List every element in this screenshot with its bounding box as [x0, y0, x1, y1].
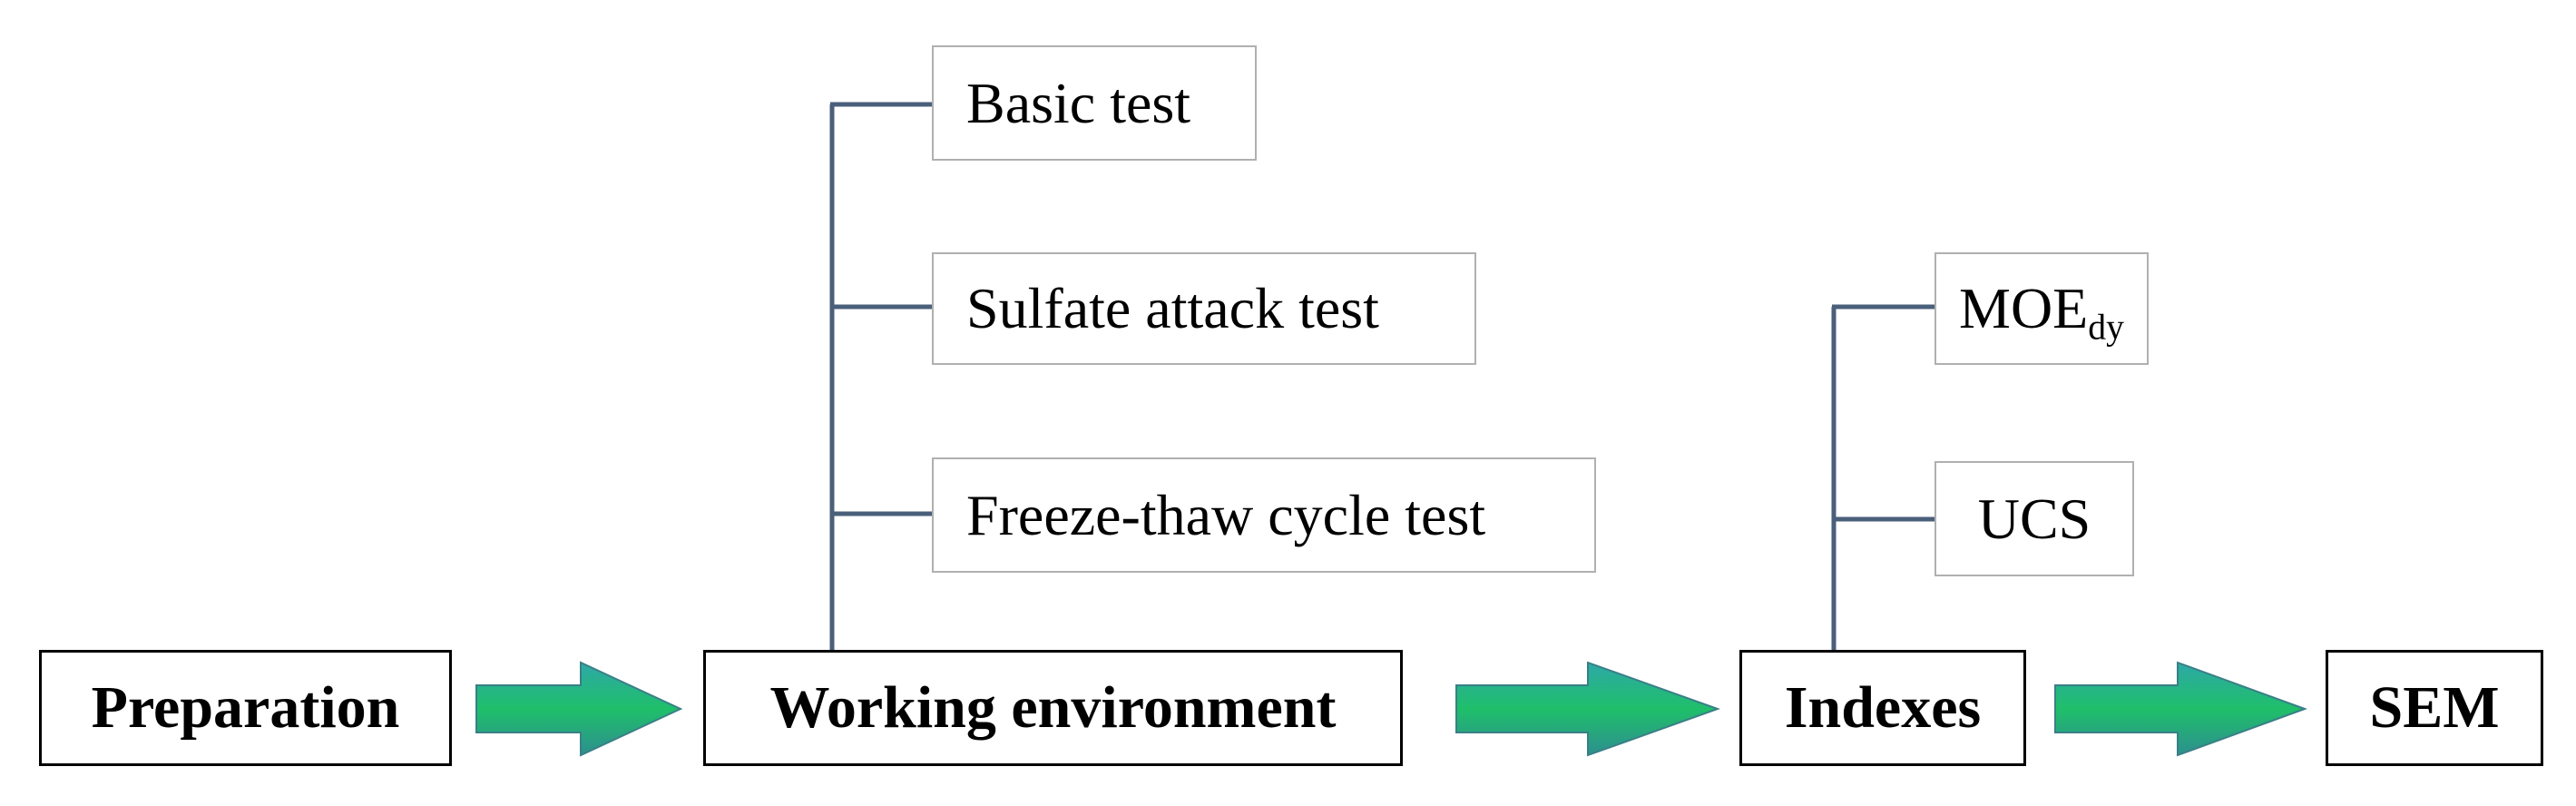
preparation-label: Preparation [91, 674, 400, 741]
moe-dy-box: MOEdy [1934, 252, 2149, 365]
working-environment-label: Working environment [769, 674, 1337, 741]
ucs-box: UCS [1934, 461, 2134, 576]
moe-dy-label: MOEdy [1959, 275, 2124, 346]
ucs-label: UCS [1977, 486, 2091, 551]
indexes-label: Indexes [1784, 674, 1982, 741]
flow-arrow-2 [1455, 661, 1720, 757]
basic-test-box: Basic test [932, 45, 1257, 161]
moe-main-text: MOE [1959, 276, 2089, 340]
working-environment-bracket [829, 102, 932, 652]
sem-label: SEM [2369, 674, 2500, 741]
sem-box: SEM [2326, 650, 2543, 766]
sulfate-attack-test-label: Sulfate attack test [966, 276, 1379, 340]
flow-arrow-3 [2054, 661, 2307, 757]
basic-test-label: Basic test [966, 70, 1191, 135]
sulfate-attack-test-box: Sulfate attack test [932, 252, 1476, 365]
working-environment-box: Working environment [703, 650, 1403, 766]
preparation-box: Preparation [39, 650, 452, 766]
indexes-box: Indexes [1739, 650, 2026, 766]
flow-arrow-1 [475, 661, 683, 757]
indexes-bracket [1831, 304, 1934, 652]
freeze-thaw-test-box: Freeze-thaw cycle test [932, 457, 1596, 573]
moe-subscript: dy [2088, 307, 2124, 348]
freeze-thaw-test-label: Freeze-thaw cycle test [966, 482, 1486, 547]
